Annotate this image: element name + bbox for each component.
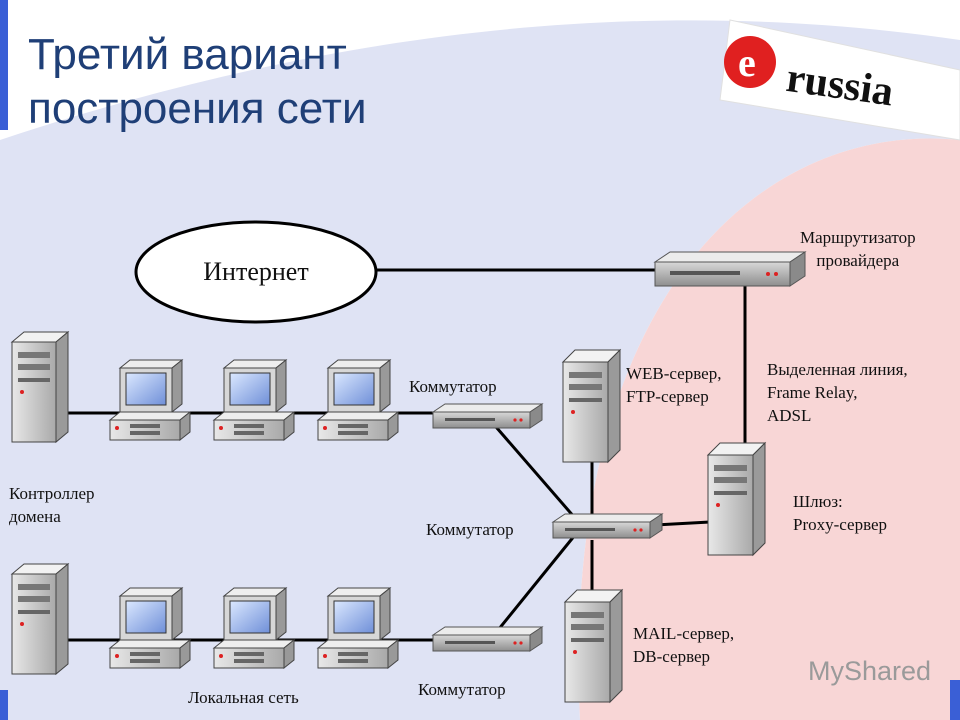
switch-bottom bbox=[431, 626, 544, 652]
workstation bbox=[316, 358, 400, 442]
gateway-label: Шлюз: Proxy-сервер bbox=[793, 492, 888, 534]
web-server-label: WEB-сервер, FTP-сервер bbox=[626, 364, 722, 406]
switch-top-label: Коммутатор bbox=[409, 377, 497, 396]
domain-controller-label: Контроллер домена bbox=[9, 484, 95, 526]
watermark: MyShared bbox=[808, 656, 932, 686]
workstation bbox=[212, 358, 296, 442]
internet-label: Интернет bbox=[203, 257, 309, 286]
server-gateway-proxy bbox=[706, 441, 767, 557]
server-domain-controller-top bbox=[10, 330, 70, 444]
e-circle-icon bbox=[724, 36, 776, 88]
provider-router bbox=[653, 251, 807, 287]
link-switch-gateway bbox=[654, 520, 711, 527]
server-web-ftp bbox=[561, 348, 622, 464]
title-line-2: построения сети bbox=[28, 84, 367, 133]
router-label: Маршрутизатор провайдера bbox=[800, 228, 916, 270]
switch-mid-label: Коммутатор bbox=[426, 520, 514, 539]
workstation bbox=[316, 586, 400, 670]
switch-mid bbox=[551, 513, 664, 539]
switch-bottom-label: Коммутатор bbox=[418, 680, 506, 699]
workstation bbox=[212, 586, 296, 670]
leased-line-label: Выделенная линия, Frame Relay, ADSL bbox=[767, 360, 908, 425]
svg-text:e: e bbox=[738, 40, 756, 85]
switch-top bbox=[431, 403, 544, 429]
workstation bbox=[108, 586, 192, 670]
workstation bbox=[108, 358, 192, 442]
internet-ellipse bbox=[134, 220, 378, 324]
link-switch-top-mid bbox=[488, 419, 577, 519]
mail-server-label: MAIL-сервер, DB-сервер bbox=[633, 624, 735, 666]
server-mail-db bbox=[563, 588, 624, 704]
lan-label: Локальная сеть bbox=[188, 688, 299, 707]
server-domain-controller-bottom bbox=[10, 562, 70, 676]
link-switch-bottom-mid bbox=[488, 534, 577, 641]
title-line-1: Третий вариант bbox=[28, 30, 347, 79]
lan-workstations bbox=[108, 358, 400, 670]
erussia-logo: e bbox=[719, 19, 960, 141]
slide-title: Третий вариант построения сети bbox=[28, 28, 367, 136]
